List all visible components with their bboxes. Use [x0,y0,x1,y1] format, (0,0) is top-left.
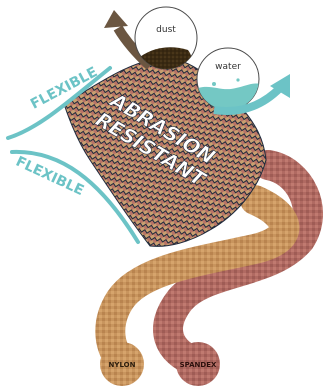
dust-arrow-head [104,10,128,28]
water-label: water [215,62,241,72]
dust-label: dust [156,25,176,35]
spandex-label: SPANDEX [180,361,217,369]
flexible-bottom-label: FLEXIBLE [13,154,86,199]
nylon-label: NYLON [109,361,136,369]
